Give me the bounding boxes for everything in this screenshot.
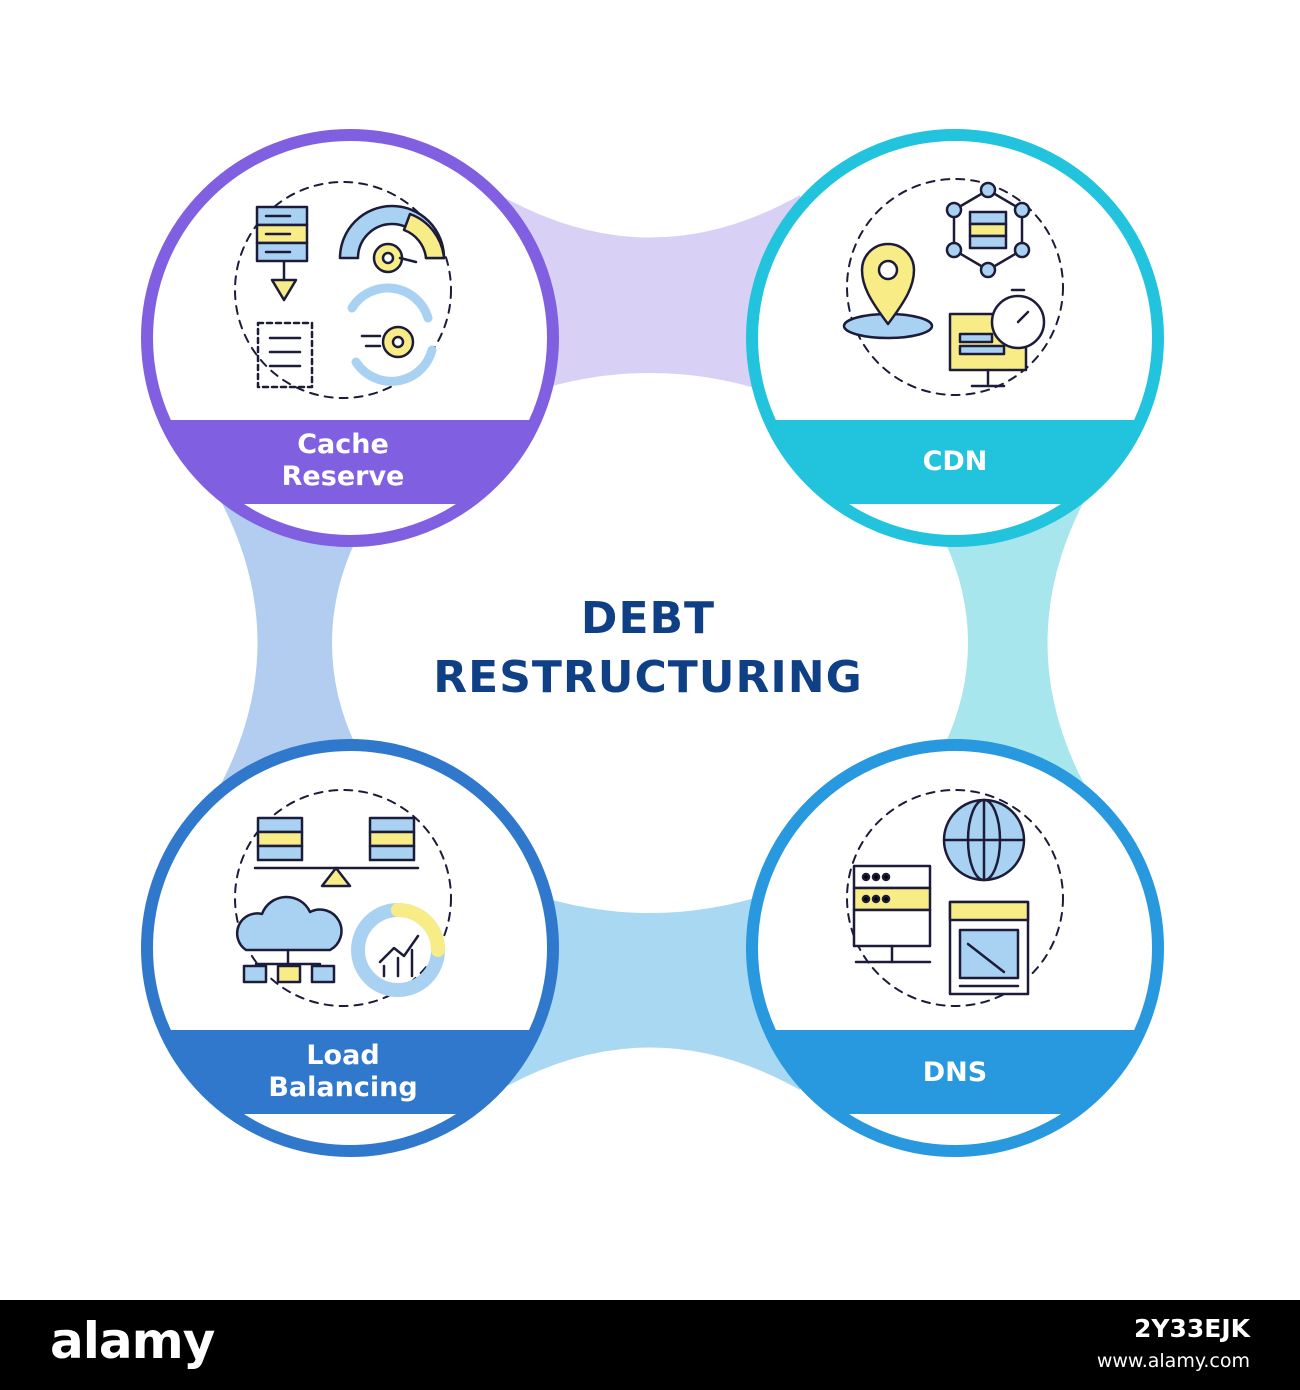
cache-reserve-icon bbox=[234, 181, 452, 399]
node-dns: DNS bbox=[746, 739, 1164, 1157]
footer-bar bbox=[0, 1300, 1300, 1390]
node-label-line-1: Load bbox=[306, 1040, 379, 1071]
image-id: 2Y33EJK bbox=[1133, 1314, 1250, 1343]
dns-icon bbox=[846, 789, 1064, 1007]
node-label-line-1: CDN bbox=[923, 446, 988, 477]
node-label-line-2: Reserve bbox=[282, 461, 405, 492]
node-label-line-1: Cache bbox=[297, 429, 389, 460]
title-line-1: DEBT bbox=[581, 593, 715, 644]
diagram-canvas: Cache Reserve bbox=[141, 129, 1164, 1157]
cdn-icon bbox=[842, 178, 1064, 396]
node-cdn: CDN bbox=[746, 129, 1164, 547]
node-label-line-2: Balancing bbox=[268, 1072, 417, 1103]
footer-url: www.alamy.com bbox=[1096, 1350, 1250, 1372]
center-hub bbox=[332, 373, 968, 913]
node-label-line-1: DNS bbox=[923, 1057, 987, 1088]
node-cache-reserve: Cache Reserve bbox=[141, 129, 559, 547]
footer-logo: alamy bbox=[50, 1312, 215, 1370]
node-load-balancing: Load Balancing bbox=[141, 739, 559, 1157]
title-line-2: RESTRUCTURING bbox=[433, 652, 862, 703]
load-balancing-icon bbox=[234, 789, 452, 1007]
